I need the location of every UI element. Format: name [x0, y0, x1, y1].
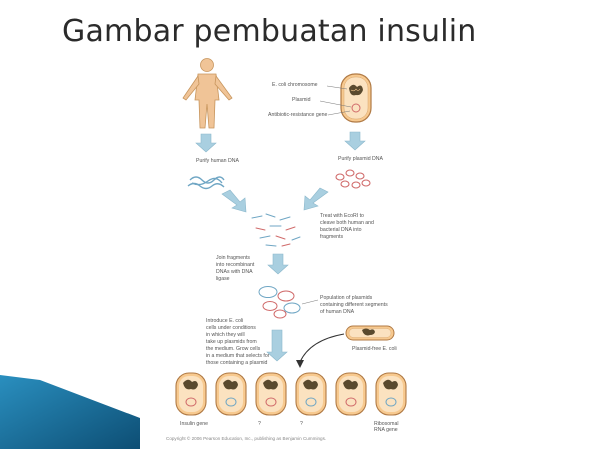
- ecoli-cell-top: [340, 73, 372, 123]
- label-introduce-line6: in a medium that selects for: [206, 353, 270, 359]
- cell-1: [175, 372, 207, 416]
- label-ecori-line1: Treat with EcoRI to: [320, 213, 364, 219]
- label-ecori-line3: bacterial DNA into: [320, 227, 362, 233]
- copyright-text: Copyright © 2006 Pearson Education, Inc.…: [166, 435, 326, 441]
- curved-arrow: [299, 333, 345, 363]
- label-purify-plasmid-dna: Purify plasmid DNA: [338, 156, 384, 162]
- cell-6: [375, 372, 407, 416]
- label-plasmid-free-ecoli: Plasmid-free E. coli: [352, 346, 397, 352]
- label-plasmid: Plasmid: [292, 97, 311, 103]
- label-question-1: ?: [258, 421, 261, 427]
- arrow-to-colonies: [266, 329, 288, 362]
- label-introduce-line5: the medium. Grow cells: [206, 346, 261, 352]
- transformed-cells-row: [175, 372, 407, 416]
- label-ecori-line2: cleave both human and: [320, 220, 374, 226]
- label-introduce-line7: those containing a plasmid: [206, 360, 268, 366]
- dna-fragments: [251, 213, 301, 247]
- label-population-line1: Population of plasmids: [320, 295, 373, 301]
- curved-arrow-head: [296, 360, 304, 368]
- arrow-human-purify: [195, 133, 217, 153]
- label-ribosomal-line1: Ribosomal: [374, 421, 399, 427]
- label-ecoli-chromosome: E. coli chromosome: [272, 82, 318, 88]
- label-introduce-line2: cells under conditions: [206, 325, 256, 331]
- label-join-line3: DNAs with DNA: [216, 269, 253, 275]
- human-dna-strands: [187, 176, 225, 190]
- slide-title: Gambar pembuatan insulin: [62, 14, 477, 49]
- cell-3: [255, 372, 287, 416]
- corner-accent: [0, 375, 140, 449]
- arrow-fragments-to-join: [267, 253, 289, 275]
- label-ecori-line4: fragments: [320, 234, 343, 240]
- label-insulin-gene: Insulin gene: [180, 421, 208, 427]
- plasmid-rings: [335, 169, 371, 189]
- plasmid-free-ecoli-cell: [345, 325, 395, 341]
- cell-5: [335, 372, 367, 416]
- recombinant-plasmids: [258, 286, 301, 319]
- label-introduce-line3: in which they will: [206, 332, 245, 338]
- arrow-cell-purify: [344, 131, 366, 151]
- label-introduce-line1: Introduce E. coli: [206, 318, 243, 324]
- cell-2: [215, 372, 247, 416]
- label-population-line3: of human DNA: [320, 309, 355, 315]
- arrow-plasmid-to-fragments: [303, 187, 329, 211]
- cell-4: [295, 372, 327, 416]
- label-antibiotic-gene: Antibiotic-resistance gene: [268, 112, 328, 118]
- human-figure-icon: [182, 58, 233, 129]
- label-question-2: ?: [300, 421, 303, 427]
- label-introduce-line4: take up plasmids from: [206, 339, 257, 345]
- label-ribosomal-line2: RNA gene: [374, 427, 398, 433]
- label-population-line2: containing different segments: [320, 302, 388, 308]
- label-join-line4: ligase: [216, 276, 230, 282]
- label-join-line1: Join fragments: [216, 255, 250, 261]
- label-purify-human-dna: Purify human DNA: [196, 158, 239, 164]
- label-join-line2: into recombinant: [216, 262, 255, 268]
- arrow-human-to-fragments: [221, 189, 247, 213]
